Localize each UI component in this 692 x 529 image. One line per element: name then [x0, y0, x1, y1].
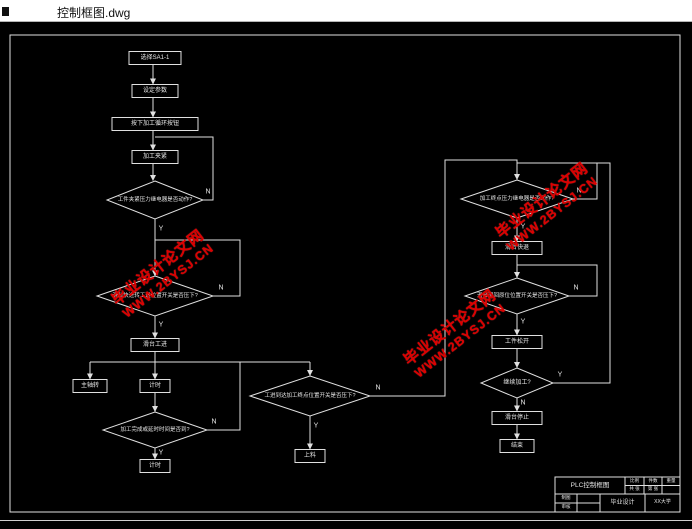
node-shape-d-clamp-ok [105, 180, 205, 220]
node-shape-d-pressure [459, 179, 575, 219]
node-shape-clamp [131, 150, 179, 164]
node-shape-end [499, 439, 535, 453]
flow-edge [155, 136, 214, 201]
node-shape-d-continue [479, 367, 555, 399]
titleblock-cell [644, 493, 681, 513]
node-shape-spindle [72, 379, 108, 393]
flow-edge [370, 159, 520, 397]
flow-edge [155, 239, 241, 297]
node-shape-load [294, 449, 326, 463]
drawing-frame [9, 34, 681, 513]
app-icon [2, 7, 9, 16]
node-shape-select-sa [128, 51, 182, 65]
titleblock-outer [554, 476, 681, 513]
drawing-svg [0, 34, 692, 521]
node-shape-d-rapid-to-feed [95, 275, 215, 317]
node-shape-unclamp [491, 335, 543, 349]
node-shape-set-params [131, 84, 179, 98]
node-shape-d-origin [463, 277, 571, 315]
node-shape-rapid-return [491, 241, 543, 255]
flow-edge [517, 264, 598, 297]
node-shape-d-feed-end [248, 375, 372, 417]
flow-edge [553, 162, 611, 384]
node-shape-feed [130, 338, 180, 352]
node-shape-timer [139, 379, 171, 393]
window-titlebar: 控制框图.dwg [0, 0, 692, 22]
node-shape-stop [491, 411, 543, 425]
node-shape-timer2 [139, 459, 171, 473]
flow-edge [517, 162, 598, 200]
document-title: 控制框图.dwg [57, 6, 131, 20]
node-shape-press-cycle [111, 117, 199, 131]
node-shape-d-done [101, 411, 209, 449]
flow-edge [207, 362, 241, 431]
